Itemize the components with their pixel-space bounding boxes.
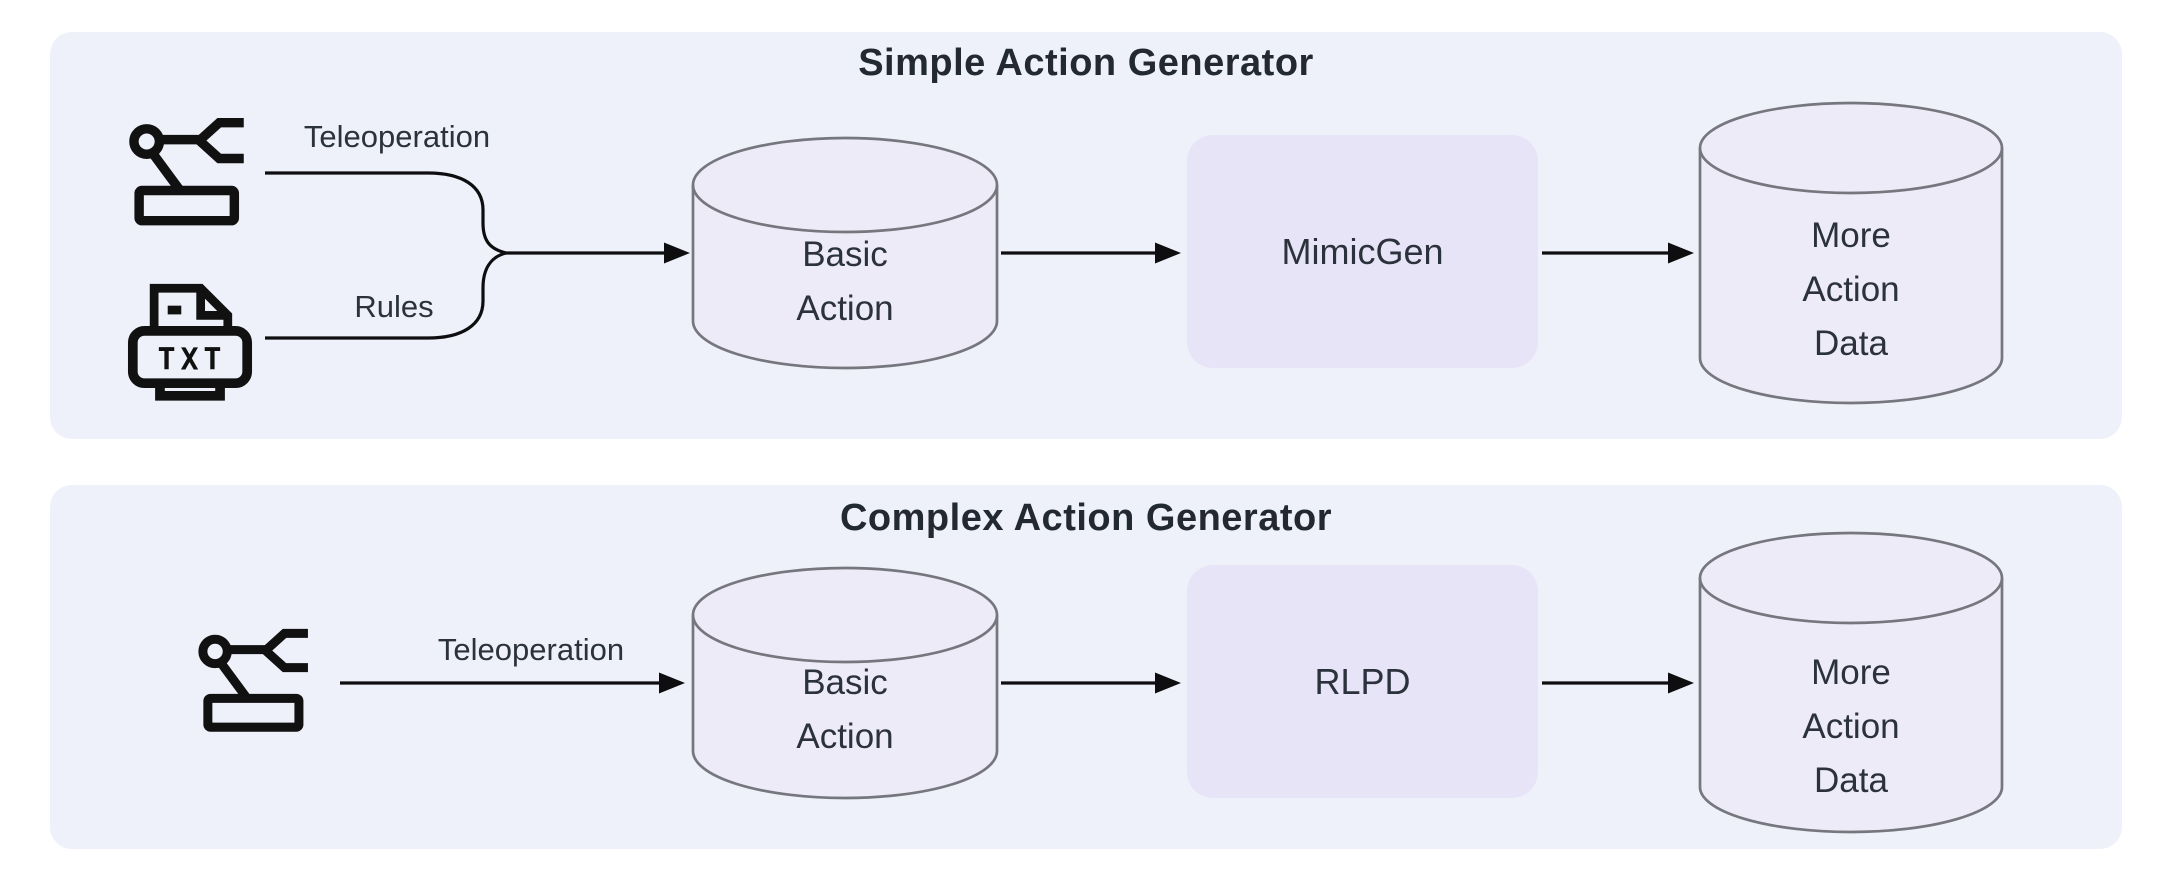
flow-connectors-svg	[265, 101, 2004, 405]
arrowhead-icon	[664, 242, 690, 264]
cylinder-rim	[691, 614, 999, 664]
robot-arm-icon	[122, 117, 259, 232]
arrowhead-icon	[1155, 672, 1181, 694]
datastore-basic-action-label: Basic Action	[796, 234, 894, 328]
datastore-basic-action	[691, 566, 999, 800]
arrowhead-icon	[1668, 242, 1694, 264]
datastore-basic-action-label: Basic Action	[796, 662, 894, 756]
cylinder-rim	[1698, 147, 2004, 195]
robot-arm-icon	[196, 628, 318, 738]
arrowhead-icon	[1155, 242, 1181, 264]
datastore-more-action-data-label: More Action Data	[1802, 215, 1900, 364]
panel-simple-action-generator: Simple Action Generator	[50, 32, 2122, 439]
edge-label-teleoperation: Teleoperation	[303, 119, 491, 154]
flow-connectors-svg	[340, 531, 2004, 834]
arrowhead-icon	[659, 672, 685, 694]
cylinder-rim	[1698, 577, 2004, 625]
datastore-more-action-data	[1698, 101, 2004, 405]
edge-label-teleoperation: Teleoperation	[437, 632, 625, 667]
process-node-mimicgen: MimicGen	[1187, 135, 1538, 368]
process-node-rlpd: RLPD	[1187, 565, 1538, 798]
arrowhead-icon	[1668, 672, 1694, 694]
edge-label-rules: Rules	[354, 289, 434, 324]
txt-file-icon: TXT	[127, 278, 253, 407]
panel-title: Complex Action Generator	[839, 497, 1332, 539]
datastore-more-action-data-label: More Action Data	[1802, 652, 1900, 801]
panel-complex-action-generator: Complex Action Generator	[50, 485, 2122, 849]
edge-rules	[265, 251, 507, 340]
datastore-more-action-data	[1698, 531, 2004, 834]
panel-title: Simple Action Generator	[858, 42, 1314, 84]
cylinder-rim	[691, 184, 999, 234]
datastore-basic-action	[691, 136, 999, 370]
edge-teleoperation	[265, 171, 507, 255]
txt-badge-label: TXT	[158, 343, 227, 378]
